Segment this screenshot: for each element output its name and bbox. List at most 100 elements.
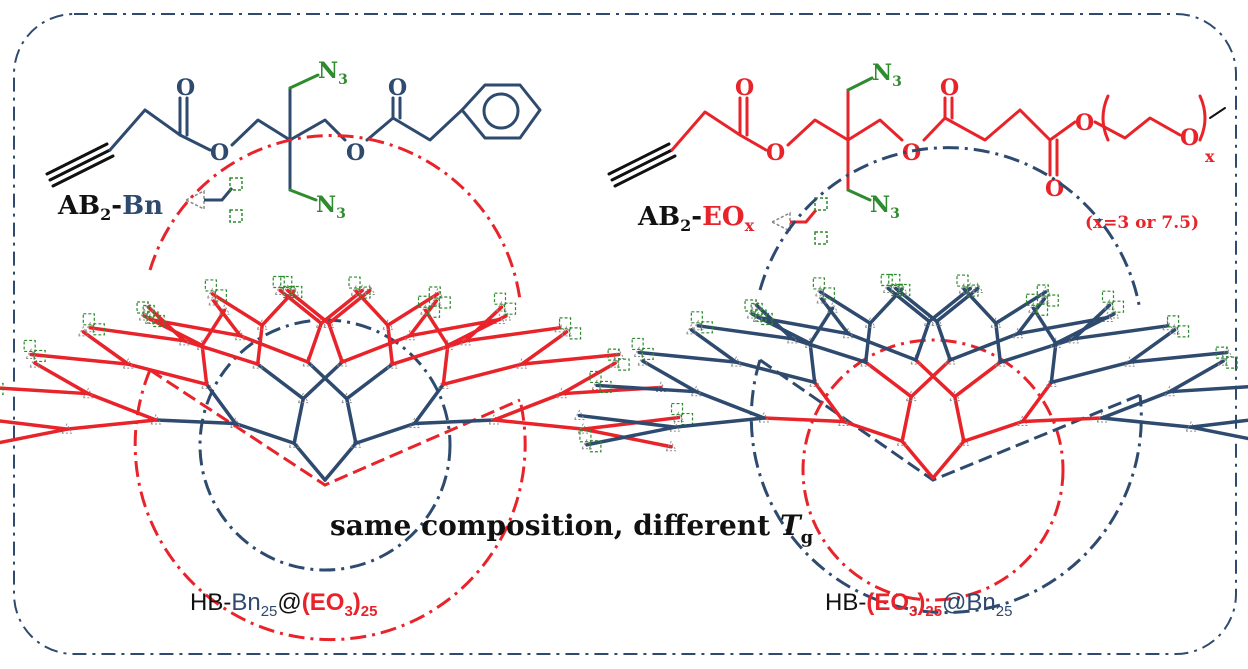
- right-bond: [931, 439, 966, 480]
- left-bond: [210, 292, 264, 327]
- right-bond: [818, 290, 872, 325]
- left-azide-end-icon: [428, 286, 441, 299]
- right-triazole-icon: [994, 356, 1007, 367]
- left-azide-end-icon: [136, 301, 149, 314]
- left-bond: [278, 288, 323, 326]
- right-azide-end-icon: [760, 312, 773, 326]
- left-bond: [423, 308, 450, 348]
- bn-ester-o-1: O: [210, 140, 229, 166]
- left-azide-end-icon: [33, 349, 46, 363]
- right-bond: [1189, 425, 1248, 441]
- left-azide-end-icon: [358, 286, 371, 299]
- left-azide-end-icon: [670, 402, 684, 416]
- right-bond: [762, 416, 846, 424]
- right-azide-end-icon: [700, 321, 713, 334]
- right-bond: [637, 350, 738, 364]
- left-azide-end-icon: [280, 275, 293, 289]
- right-azide-end-icon: [1166, 315, 1180, 328]
- left-triazole-icon: [350, 437, 362, 448]
- left-polymer-label: HB-Bn25@(EO3)25: [190, 589, 377, 620]
- left-bond: [211, 299, 242, 338]
- left-bond: [88, 326, 187, 343]
- left-azide-end-icon: [23, 339, 36, 353]
- right-bond: [994, 290, 1048, 325]
- right-bond: [962, 287, 998, 325]
- molecule-ab2-eo-labels: O O O O O O O x N3 N3 AB2-EOx (x=3 or 7.…: [637, 60, 1215, 235]
- right-bond: [1049, 360, 1132, 385]
- left-azide-end-icon: [348, 276, 361, 289]
- left-bond: [233, 421, 296, 445]
- right-triazole-icon: [633, 346, 646, 357]
- left-dendrimer-tree: [0, 275, 694, 482]
- eo-carbonyl-o-2: O: [940, 75, 959, 101]
- right-azide-end-icon: [579, 430, 592, 443]
- right-bond: [841, 419, 904, 443]
- left-triazole-icon: [274, 284, 287, 296]
- right-polymer-label: HB-(EO3)25@Bn25: [825, 589, 1012, 620]
- right-bond: [808, 341, 817, 385]
- right-triazole-icon: [814, 285, 827, 297]
- eo-carbonyl-o-1: O: [735, 75, 754, 101]
- left-triazole-icon: [403, 329, 416, 341]
- left-bond: [154, 418, 238, 426]
- left-azide-end-icon: [568, 327, 582, 340]
- left-triazole-icon: [488, 413, 500, 425]
- left-triazole-icon: [84, 321, 97, 333]
- right-triazole-icon: [815, 292, 828, 304]
- caption-text: same composition, different Tg: [330, 509, 814, 548]
- left-triazole-icon: [350, 285, 362, 296]
- left-bond: [441, 343, 450, 387]
- right-bond: [1031, 306, 1058, 346]
- eo-repeat-sub: x: [1205, 147, 1215, 166]
- left-triazole-icon: [500, 309, 512, 321]
- left-azide-end-icon: [272, 275, 285, 289]
- left-bond: [0, 427, 69, 445]
- left-bond: [306, 360, 349, 401]
- left-azide-end-icon: [92, 323, 105, 336]
- right-bond: [914, 358, 957, 399]
- left-bond: [327, 288, 372, 326]
- left-bond: [86, 391, 158, 422]
- right-triazole-icon: [1163, 385, 1176, 397]
- right-bond: [808, 306, 835, 346]
- right-bond: [1054, 312, 1116, 346]
- right-bond: [1020, 416, 1104, 424]
- right-azide-end-icon: [641, 347, 654, 361]
- bn-carbonyl-o-2: O: [388, 75, 407, 101]
- left-triazole-icon: [144, 313, 157, 324]
- left-bond: [200, 343, 209, 387]
- right-bond: [1128, 328, 1177, 364]
- right-azide-end-icon: [1111, 300, 1125, 313]
- eo-ether-o: O: [1180, 125, 1199, 151]
- right-bond: [1189, 418, 1248, 429]
- eo-carbonyl-o-3: O: [1045, 176, 1064, 202]
- left-bond: [446, 314, 508, 348]
- left-triazole-icon: [356, 284, 369, 296]
- right-triazole-icon: [1108, 307, 1120, 319]
- right-bond: [673, 416, 766, 429]
- right-azide-end-icon: [966, 284, 979, 297]
- left-triazole-icon: [577, 423, 589, 434]
- left-triazole-icon: [515, 358, 528, 369]
- right-triazole-icon: [637, 355, 649, 366]
- right-bond: [953, 360, 1003, 399]
- left-bond: [0, 419, 69, 431]
- left-azide-end-icon: [152, 314, 165, 328]
- right-triazole-icon: [1123, 356, 1136, 367]
- right-triazole-icon: [1011, 327, 1024, 339]
- right-azide-end-icon: [1046, 294, 1059, 307]
- left-triazole-icon: [138, 309, 150, 321]
- left-bond: [327, 321, 344, 364]
- molecule-ab2-bn-labels: O O O O N3 N3 AB2-Bn: [57, 58, 407, 224]
- left-bond: [319, 288, 364, 326]
- left-bond: [340, 333, 412, 364]
- left-triazole-icon: [77, 325, 90, 337]
- right-azide-end-icon: [898, 283, 911, 297]
- right-triazole-icon: [573, 409, 586, 421]
- left-triazole-icon: [441, 339, 454, 350]
- left-azide-end-icon: [438, 296, 451, 309]
- left-azide-end-icon: [82, 313, 95, 326]
- left-triazole-icon: [430, 294, 443, 306]
- left-triazole-icon: [336, 355, 349, 367]
- left-bond: [408, 299, 439, 338]
